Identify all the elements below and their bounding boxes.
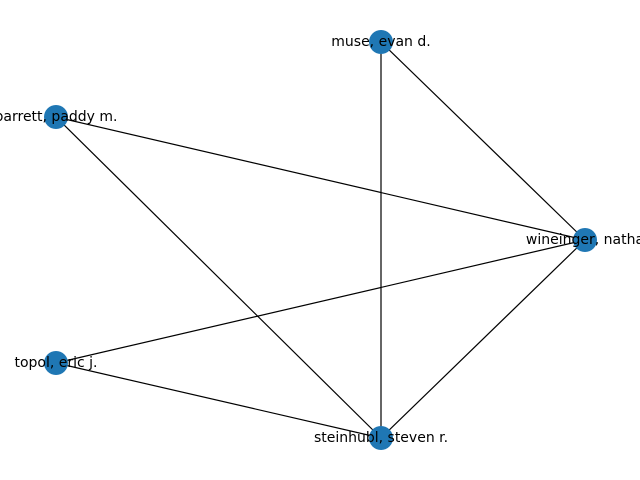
edge-wineinger-steinhubl — [380, 239, 586, 439]
nodes-layer — [44, 30, 597, 450]
node-topol — [44, 351, 68, 375]
node-label-muse: muse, evan d. — [331, 34, 430, 50]
node-label-steinhubl: steinhubl, steven r. — [314, 430, 448, 446]
edge-wineinger-topol — [55, 239, 586, 364]
node-muse — [369, 30, 393, 54]
labels-layer: muse, evan d. barrett, paddy m. wineinger,… — [0, 34, 640, 446]
node-label-topol: topol, eric j. — [14, 355, 97, 371]
node-barrett — [44, 105, 68, 129]
node-label-wineinger: wineinger, natha — [526, 232, 640, 248]
edges-layer — [55, 41, 586, 439]
edge-muse-wineinger — [380, 41, 586, 241]
node-label-barrett: barrett, paddy m. — [0, 109, 117, 125]
node-steinhubl — [369, 426, 393, 450]
edge-barrett-steinhubl — [55, 116, 382, 439]
edge-topol-steinhubl — [55, 362, 382, 439]
node-wineinger — [573, 228, 597, 252]
edge-barrett-wineinger — [55, 116, 586, 241]
